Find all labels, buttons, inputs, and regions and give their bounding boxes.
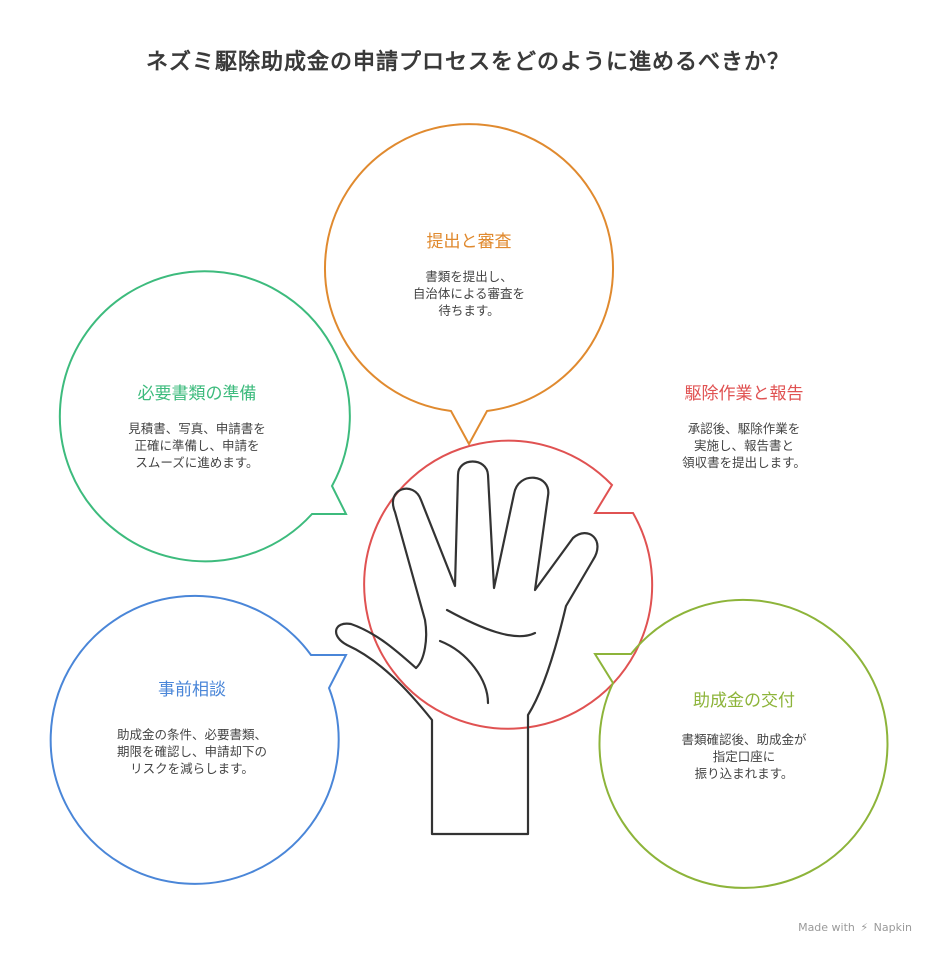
footer-brand: Napkin	[873, 921, 912, 934]
node-consult-heading: 事前相談	[158, 680, 226, 700]
node-work-heading: 駆除作業と報告	[684, 384, 804, 404]
bubble-prepare	[58, 270, 351, 563]
node-grant-heading: 助成金の交付	[693, 691, 795, 711]
napkin-logo-icon: ⚡	[860, 921, 869, 934]
node-grant: 助成金の交付 書類確認後、助成金が 指定口座に 振り込まれます。	[644, 686, 844, 782]
diagram-title: ネズミ駆除助成金の申請プロセスをどのように進めるべきか？	[145, 50, 790, 75]
node-prepare: 必要書類の準備 見積書、写真、申請書を 正確に準備し、申請を スムーズに進めます…	[97, 379, 297, 471]
node-submit-text: 書類を提出し、 自治体による審査を 待ちます。	[412, 269, 526, 318]
footer-attribution: Made with ⚡ Napkin	[798, 921, 912, 934]
node-prepare-text: 見積書、写真、申請書を 正確に準備し、申請を スムーズに進めます。	[128, 421, 266, 470]
node-consult: 事前相談 助成金の条件、必要書類、 期限を確認し、申請却下の リスクを減らします…	[92, 675, 292, 777]
hand-icon	[335, 460, 599, 836]
node-work: 駆除作業と報告 承認後、駆除作業を 実施し、報告書と 領収書を提出します。	[644, 379, 844, 471]
node-prepare-heading: 必要書類の準備	[137, 384, 257, 404]
bubble-grant	[593, 598, 889, 889]
bubble-work	[363, 439, 654, 730]
bubble-consult	[49, 594, 348, 885]
node-submit: 提出と審査 書類を提出し、 自治体による審査を 待ちます。	[369, 227, 569, 319]
footer-made-with: Made with	[798, 921, 855, 934]
node-work-text: 承認後、駆除作業を 実施し、報告書と 領収書を提出します。	[682, 421, 806, 470]
bubble-submit	[324, 123, 614, 447]
node-grant-text: 書類確認後、助成金が 指定口座に 振り込まれます。	[681, 732, 807, 781]
node-consult-text: 助成金の条件、必要書類、 期限を確認し、申請却下の リスクを減らします。	[116, 727, 267, 776]
node-submit-heading: 提出と審査	[426, 232, 512, 252]
